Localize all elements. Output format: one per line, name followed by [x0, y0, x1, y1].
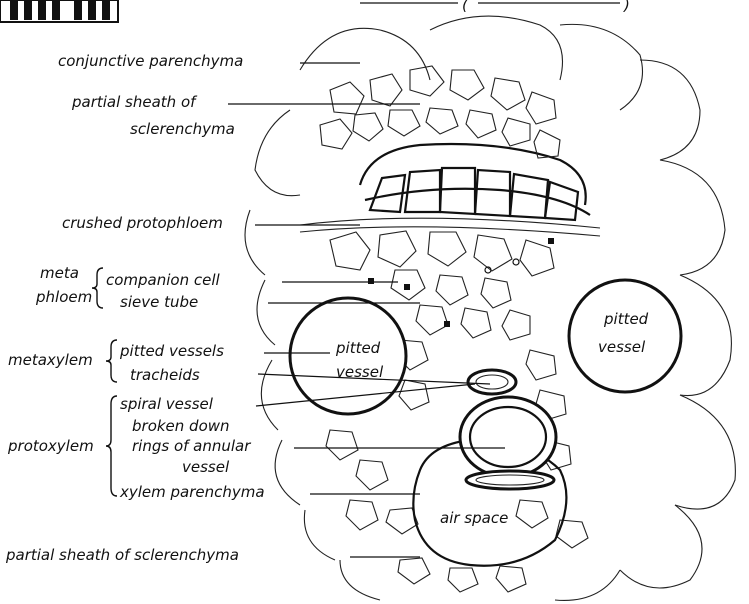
label-metaxylem: metaxylem	[8, 351, 93, 369]
annular-vessel-shape	[460, 397, 556, 477]
svg-text:(: (	[462, 0, 469, 14]
label-right-vessel-1: pitted	[603, 310, 649, 328]
label-left-vessel-1: pitted	[335, 339, 381, 357]
label-broken-down-1: broken down	[132, 417, 230, 435]
label-protoxylem: protoxylem	[7, 437, 94, 455]
label-pitted-vessels: pitted vessels	[119, 342, 224, 360]
label-air-space: air space	[440, 509, 508, 527]
label-broken-down-2: rings of annular	[132, 437, 251, 455]
label-spiral-vessel: spiral vessel	[120, 395, 214, 413]
label-right-vessel-2: vessel	[598, 338, 646, 356]
broken-ring-shape	[466, 471, 554, 489]
label-sieve-tube: sieve tube	[120, 293, 198, 311]
right-pitted-vessel	[569, 280, 681, 392]
label-companion-cell: companion cell	[106, 271, 221, 289]
label-meta: meta	[40, 264, 79, 282]
label-broken-down-3: vessel	[182, 458, 230, 476]
label-left-vessel-2: vessel	[336, 363, 384, 381]
label-crushed-protophloem: crushed protophloem	[62, 214, 223, 232]
label-partial-sheath-bottom: partial sheath of sclerenchyma	[5, 546, 239, 564]
braces	[92, 268, 117, 496]
label-conjunctive-parenchyma: conjunctive parenchyma	[58, 52, 243, 70]
label-phloem: phloem	[35, 288, 92, 306]
scale-bar	[0, 0, 118, 22]
label-xylem-parenchyma: xylem parenchyma	[119, 483, 265, 501]
label-partial-sheath-top-2: sclerenchyma	[130, 120, 235, 138]
svg-text:): )	[623, 0, 630, 14]
spiral-vessel-shape	[468, 370, 516, 394]
label-partial-sheath-top-1: partial sheath of	[71, 93, 198, 111]
label-tracheids: tracheids	[130, 366, 200, 384]
caption-fragment: ( )	[360, 0, 630, 14]
